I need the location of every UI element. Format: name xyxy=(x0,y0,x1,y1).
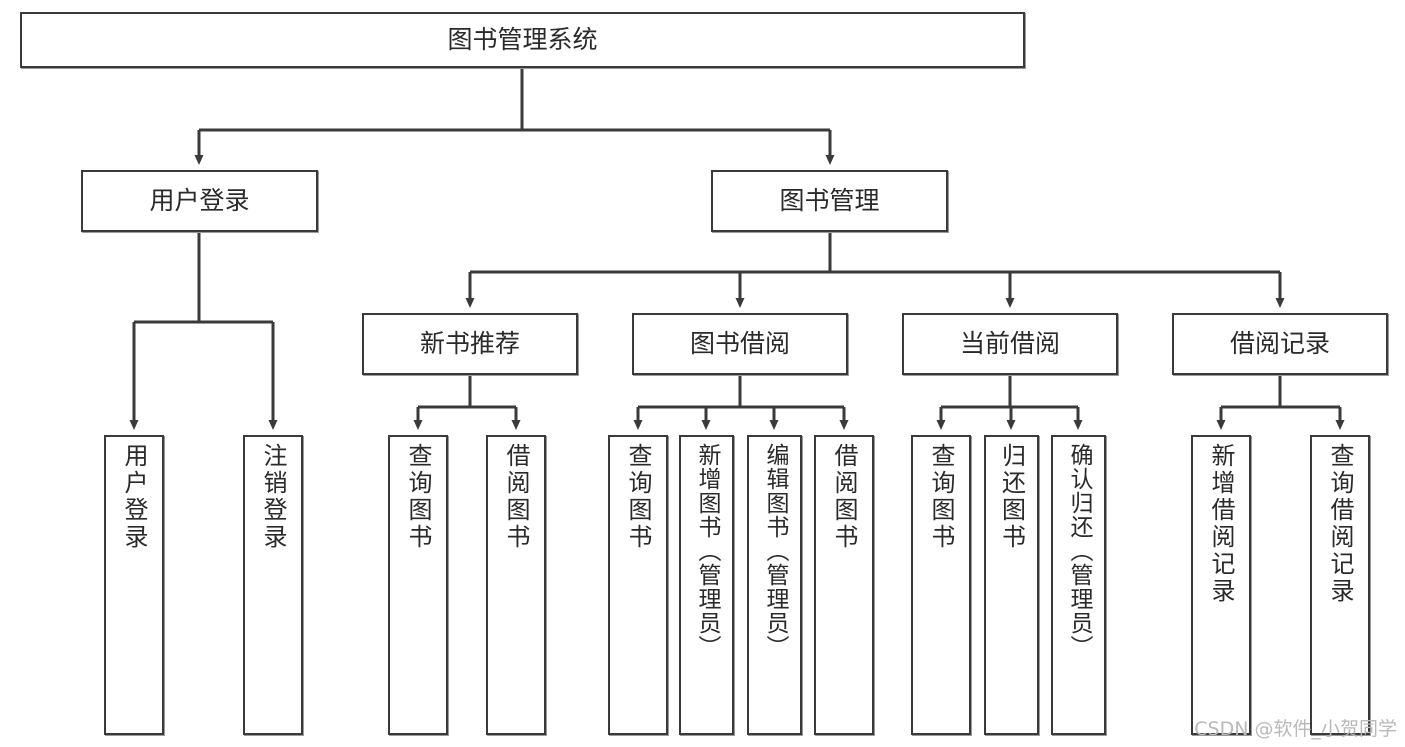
node-leaf-confirm-return-label: 确认归还（管理员） xyxy=(1066,443,1092,659)
node-book-manage[interactable]: 图书管理 xyxy=(711,170,948,232)
node-leaf-add-book[interactable]: 新增图书（管理员） xyxy=(679,435,734,735)
node-leaf-edit-book[interactable]: 编辑图书（管理员） xyxy=(747,435,802,735)
node-leaf-return-book[interactable]: 归还图书 xyxy=(984,435,1039,735)
node-leaf-add-record-label: 新增借阅记录 xyxy=(1207,443,1235,605)
node-book-borrow-label: 图书借阅 xyxy=(689,329,790,359)
node-leaf-user-login-label: 用户登录 xyxy=(120,443,148,551)
node-borrow-record-label: 借阅记录 xyxy=(1229,329,1330,359)
node-leaf-add-book-label: 新增图书（管理员） xyxy=(694,443,720,659)
node-leaf-user-login[interactable]: 用户登录 xyxy=(104,435,164,735)
node-root-label: 图书管理系统 xyxy=(447,25,598,55)
node-leaf-query-book-3[interactable]: 查询图书 xyxy=(911,435,971,735)
node-leaf-return-book-label: 归还图书 xyxy=(997,443,1026,551)
node-leaf-borrow-book-1[interactable]: 借阅图书 xyxy=(486,435,546,735)
node-leaf-query-book-3-label: 查询图书 xyxy=(927,443,955,551)
node-current-borrow-label: 当前借阅 xyxy=(959,329,1060,359)
node-leaf-user-logout-label: 注销登录 xyxy=(259,443,287,551)
node-leaf-edit-book-label: 编辑图书（管理员） xyxy=(762,443,788,659)
node-leaf-query-record[interactable]: 查询借阅记录 xyxy=(1310,435,1370,735)
node-leaf-borrow-book-1-label: 借阅图书 xyxy=(502,443,530,551)
node-leaf-confirm-return[interactable]: 确认归还（管理员） xyxy=(1051,435,1106,735)
node-book-manage-label: 图书管理 xyxy=(779,186,880,216)
node-new-book-recommend-label: 新书推荐 xyxy=(419,329,520,359)
node-current-borrow[interactable]: 当前借阅 xyxy=(902,313,1118,375)
node-leaf-borrow-book-2[interactable]: 借阅图书 xyxy=(814,435,874,735)
node-root[interactable]: 图书管理系统 xyxy=(20,12,1025,68)
node-user-login-label: 用户登录 xyxy=(149,186,250,216)
node-user-login[interactable]: 用户登录 xyxy=(81,170,318,232)
node-leaf-query-book-1-label: 查询图书 xyxy=(404,443,432,551)
node-leaf-query-book-2[interactable]: 查询图书 xyxy=(608,435,668,735)
node-leaf-query-book-2-label: 查询图书 xyxy=(624,443,652,551)
node-leaf-query-book-1[interactable]: 查询图书 xyxy=(388,435,448,735)
watermark: CSDN @软件_小贺同学 xyxy=(1194,718,1397,740)
node-leaf-add-record[interactable]: 新增借阅记录 xyxy=(1191,435,1251,735)
node-borrow-record[interactable]: 借阅记录 xyxy=(1172,313,1388,375)
node-book-borrow[interactable]: 图书借阅 xyxy=(632,313,848,375)
node-leaf-borrow-book-2-label: 借阅图书 xyxy=(830,443,858,551)
node-leaf-user-logout[interactable]: 注销登录 xyxy=(243,435,303,735)
node-leaf-query-record-label: 查询借阅记录 xyxy=(1326,443,1354,605)
node-new-book-recommend[interactable]: 新书推荐 xyxy=(362,313,578,375)
